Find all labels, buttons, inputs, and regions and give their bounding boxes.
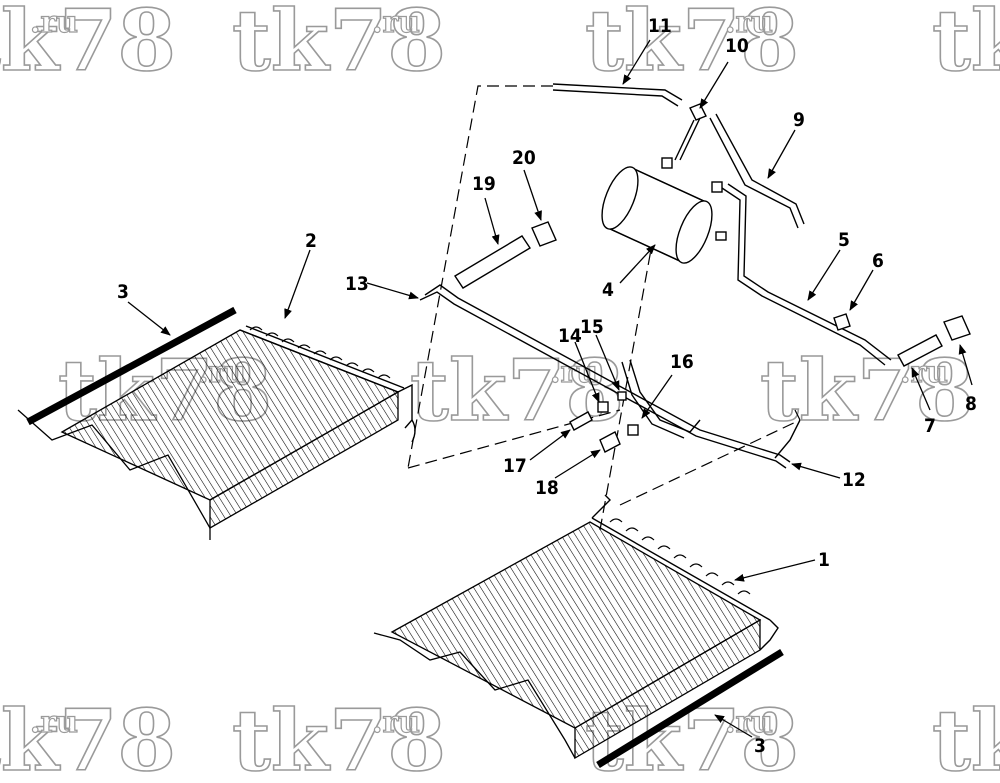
callout-16: 16 bbox=[641, 351, 694, 419]
callout-1: 1 bbox=[734, 549, 830, 582]
callout-11-label: 11 bbox=[648, 15, 672, 37]
left-seal-strip bbox=[26, 306, 237, 426]
right-condenser-coil bbox=[373, 494, 779, 760]
watermark-suffix-text: .ru bbox=[30, 5, 78, 40]
callout-17-label: 17 bbox=[503, 455, 527, 477]
left-coil-return-bends bbox=[249, 326, 391, 379]
watermark-suffix-text: .ru bbox=[725, 5, 773, 40]
callout-13-label: 13 bbox=[345, 273, 369, 295]
callout-9: 9 bbox=[767, 109, 805, 179]
watermark-mid-right: tk78 .ru bbox=[759, 340, 975, 441]
callout-15-label: 15 bbox=[580, 316, 604, 338]
watermark-brand-text: tk78 bbox=[760, 341, 974, 440]
right-coil-return-bends bbox=[609, 518, 751, 595]
watermark-suffix-text: .ru bbox=[725, 705, 773, 740]
watermark-top-center: tk78 .ru bbox=[231, 0, 447, 91]
callout-5-label: 5 bbox=[838, 229, 850, 251]
callout-14-label: 14 bbox=[558, 325, 582, 347]
watermark-mid-center: tk78 .ru bbox=[409, 340, 625, 441]
callout-14: 14 bbox=[558, 325, 600, 403]
callout-20: 20 bbox=[512, 147, 542, 221]
callout-18: 18 bbox=[535, 449, 601, 499]
watermark-bottom-center: tk78 .ru bbox=[231, 690, 447, 783]
callout-19: 19 bbox=[472, 173, 500, 245]
fittings bbox=[454, 221, 971, 453]
callout-1-label: 1 bbox=[818, 549, 830, 571]
callout-6: 6 bbox=[849, 250, 884, 311]
callout-12: 12 bbox=[791, 462, 866, 491]
callout-10-label: 10 bbox=[725, 35, 749, 57]
callout-9-label: 9 bbox=[793, 109, 805, 131]
callout-8: 8 bbox=[958, 344, 977, 415]
tube-assembly bbox=[419, 83, 892, 469]
watermark-brand-text: tk78 bbox=[932, 0, 1000, 90]
callout-2-label: 2 bbox=[305, 230, 317, 252]
callout-3b-label: 3 bbox=[754, 735, 766, 757]
watermark-bottom-far-right: tk78 bbox=[931, 690, 1000, 783]
callout-16-label: 16 bbox=[670, 351, 694, 373]
watermark-brand-text: tk78 bbox=[585, 0, 799, 90]
assembly-dashed-lines bbox=[407, 85, 801, 531]
callout-7-label: 7 bbox=[924, 415, 936, 437]
watermark-brand-text: tk78 bbox=[232, 0, 446, 90]
callout-8-label: 8 bbox=[965, 393, 977, 415]
watermark-brand-text: tk78 bbox=[0, 0, 176, 90]
callout-13: 13 bbox=[345, 273, 419, 300]
callout-17: 17 bbox=[503, 429, 571, 477]
callout-19-label: 19 bbox=[472, 173, 496, 195]
watermark-top-far-right: tk78 bbox=[931, 0, 1000, 91]
receiver-tank bbox=[601, 157, 727, 264]
watermark-suffix-text: .ru bbox=[30, 705, 78, 740]
callout-4-label: 4 bbox=[602, 279, 614, 301]
watermark-bottom-left: tk78 .ru bbox=[0, 690, 177, 783]
callout-3a-label: 3 bbox=[117, 281, 129, 303]
callout-6-label: 6 bbox=[872, 250, 884, 272]
callout-11: 11 bbox=[622, 15, 672, 85]
watermark-suffix-text: .ru bbox=[372, 5, 420, 40]
watermark-brand-text: tk78 bbox=[932, 691, 1000, 783]
watermark-top-right: tk78 .ru bbox=[584, 0, 800, 91]
watermark-brand-text: tk78 bbox=[0, 691, 176, 783]
watermark-top-left: tk78 .ru bbox=[0, 0, 177, 91]
callout-layer: 1 2 3 3 4 5 6 7 bbox=[117, 15, 977, 757]
callout-20-label: 20 bbox=[512, 147, 536, 169]
callout-3b: 3 bbox=[714, 714, 766, 757]
right-seal-strip bbox=[596, 649, 784, 768]
watermark-brand-text: tk78 bbox=[410, 341, 624, 440]
callout-15: 15 bbox=[580, 316, 620, 391]
callout-12-label: 12 bbox=[842, 469, 866, 491]
callout-4: 4 bbox=[602, 244, 656, 301]
callout-3a: 3 bbox=[117, 281, 171, 336]
watermark-suffix-text: .ru bbox=[372, 705, 420, 740]
callout-10: 10 bbox=[699, 35, 749, 109]
callout-5: 5 bbox=[807, 229, 850, 301]
callout-18-label: 18 bbox=[535, 477, 559, 499]
watermark-brand-text: tk78 bbox=[232, 691, 446, 783]
callout-7: 7 bbox=[911, 367, 936, 437]
callout-2: 2 bbox=[284, 230, 317, 319]
